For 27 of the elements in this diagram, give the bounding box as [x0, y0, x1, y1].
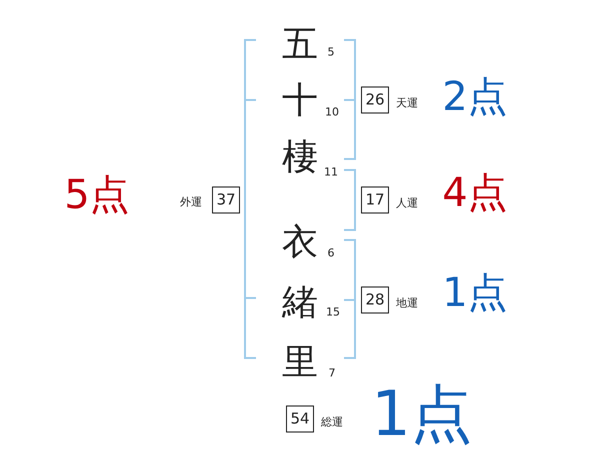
name-character: 五	[282, 27, 318, 63]
stroke-total-frame: 26	[361, 86, 389, 114]
points-rating: 1点	[371, 383, 473, 445]
name-character: 十	[282, 83, 318, 119]
fortune-category: 天運	[396, 98, 418, 108]
points-rating: 4点	[442, 173, 508, 213]
stroke-total-frame: 37	[212, 186, 240, 214]
name-character: 里	[282, 345, 318, 381]
stroke-count: 15	[326, 306, 340, 318]
name-character: 棲	[282, 140, 318, 176]
fortune-category: 地運	[396, 298, 418, 308]
name-character: 緒	[282, 285, 318, 321]
stroke-count: 11	[324, 166, 338, 178]
fortune-category: 人運	[396, 198, 418, 208]
stroke-count: 10	[325, 106, 339, 118]
fortune-category: 総運	[321, 416, 343, 428]
stroke-total-frame: 54	[286, 406, 314, 432]
points-rating: 1点	[442, 273, 508, 313]
fortune-category: 外運	[180, 196, 202, 208]
stroke-count: 6	[328, 248, 334, 258]
points-rating: 2点	[442, 77, 508, 117]
stroke-total-frame: 28	[361, 286, 389, 314]
points-rating: 5点	[64, 175, 130, 215]
stroke-total-frame: 17	[361, 186, 389, 214]
stroke-count: 5	[328, 46, 334, 58]
name-character: 衣	[282, 225, 318, 261]
stroke-count: 7	[328, 368, 336, 378]
